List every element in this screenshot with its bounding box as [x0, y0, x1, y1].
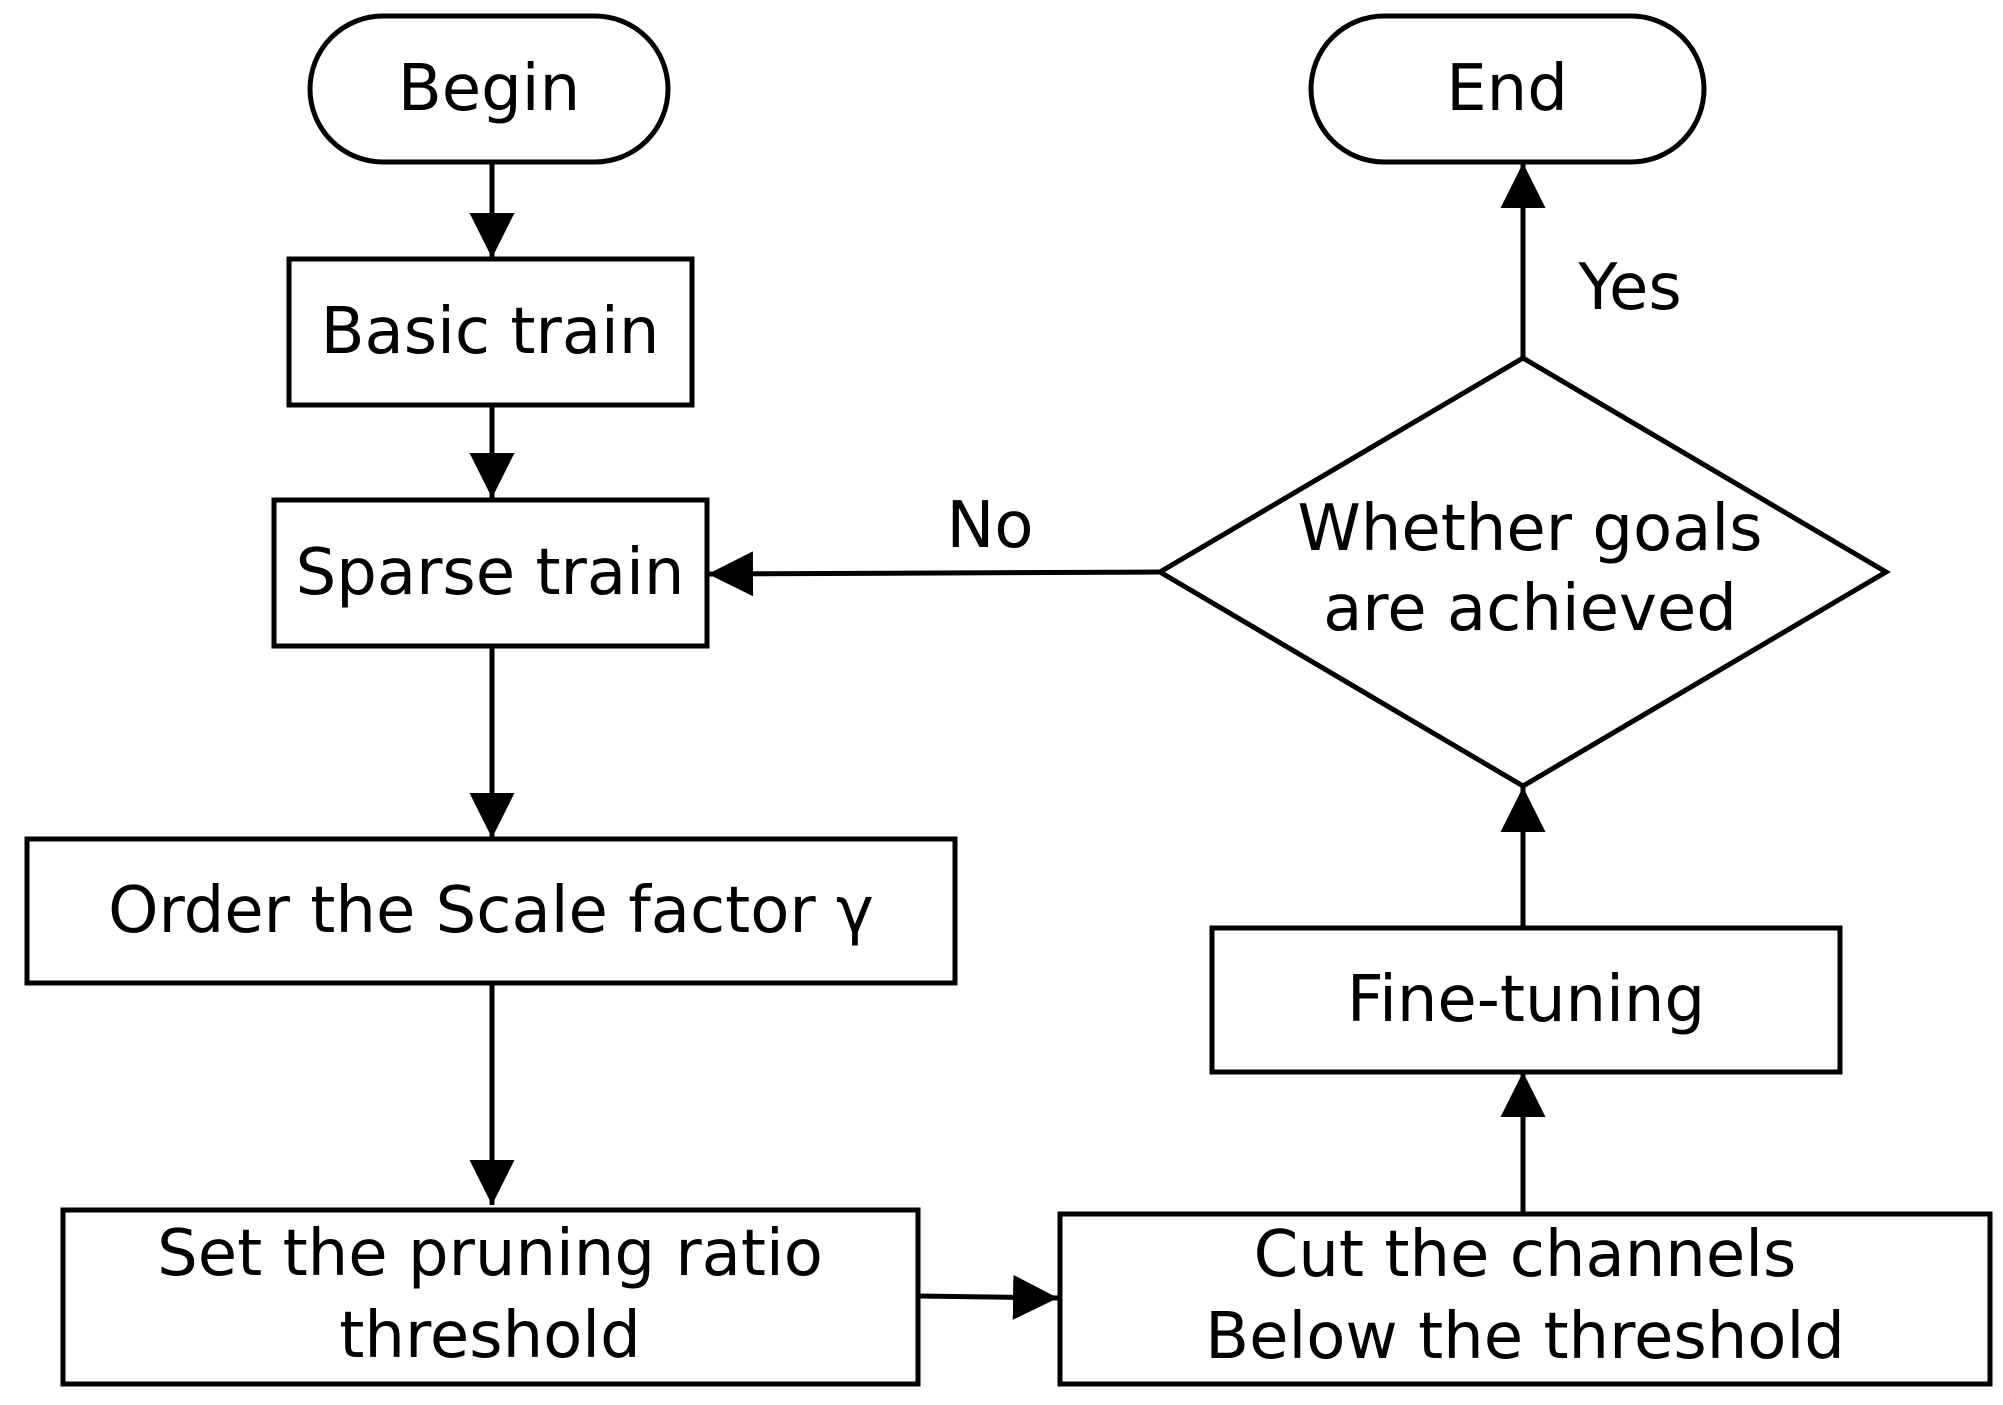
fine-tuning-label: Fine-tuning [1347, 963, 1705, 1037]
cut-channels-box: Cut the channels Below the threshold [1057, 1211, 1993, 1387]
set-pruning-ratio-box: Set the pruning ratio threshold [60, 1207, 921, 1387]
edge-label-no: No [946, 489, 1033, 563]
sparse-train-label: Sparse train [296, 536, 685, 610]
order-scale-factor-label: Order the Scale factor γ [108, 874, 874, 948]
end-label: End [1446, 52, 1568, 126]
end-terminal: End [1308, 13, 1707, 165]
edge-label-yes: Yes [1577, 251, 1681, 325]
begin-label: Begin [398, 52, 580, 126]
basic-train-label: Basic train [321, 295, 660, 369]
sparse-train-box: Sparse train [271, 497, 710, 649]
set-pruning-ratio-line2: threshold [339, 1299, 640, 1373]
basic-train-box: Basic train [286, 256, 695, 408]
fine-tuning-box: Fine-tuning [1209, 925, 1843, 1075]
set-pruning-ratio-line1: Set the pruning ratio [157, 1217, 823, 1291]
decision-label-line1: Whether goals [1297, 492, 1762, 566]
decision-label-line2: are achieved [1323, 572, 1737, 646]
edge-decision-sparse-no [707, 551, 1161, 597]
cut-channels-line2: Below the threshold [1205, 1300, 1845, 1374]
edge-setratio-cut [917, 1274, 1059, 1320]
decision-diamond: Whether goals are achieved [1155, 355, 1891, 789]
begin-terminal: Begin [307, 13, 671, 165]
cut-channels-line1: Cut the channels [1254, 1218, 1797, 1292]
order-scale-factor-box: Order the Scale factor γ [24, 836, 958, 986]
